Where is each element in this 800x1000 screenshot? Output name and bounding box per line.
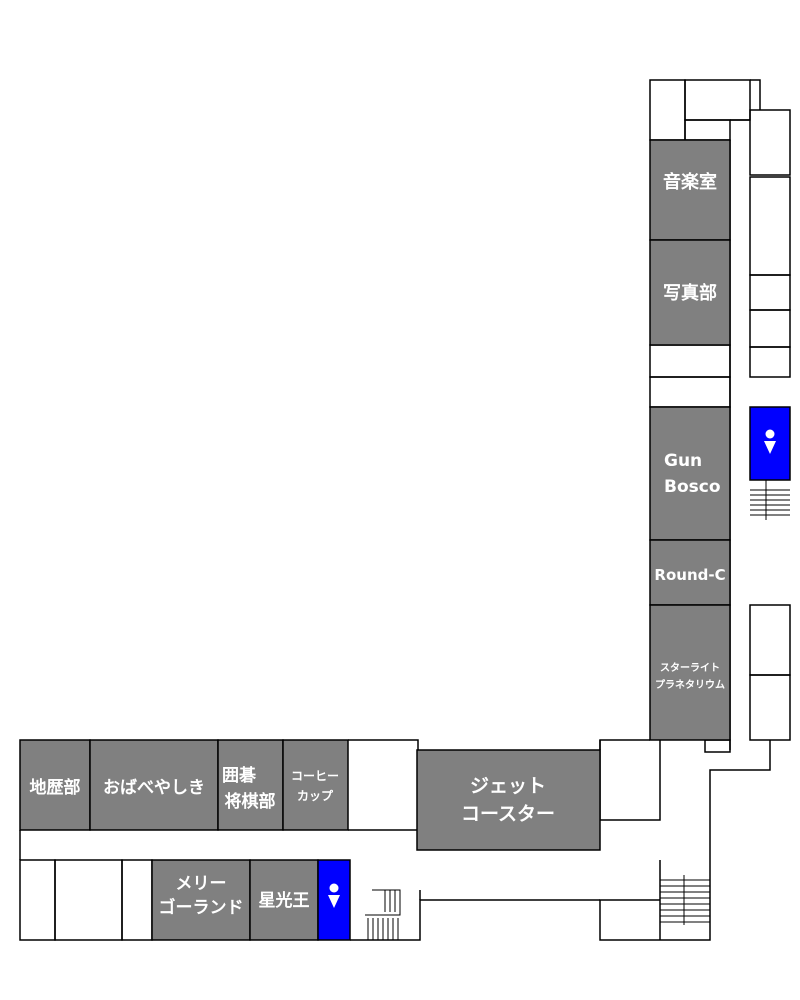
room-label: メリー	[176, 874, 227, 894]
room-coffee-cup[interactable]	[282, 739, 349, 831]
restroom-icon	[328, 883, 340, 908]
room-label: ジェット	[470, 775, 546, 797]
corridor-room	[749, 604, 791, 676]
room-label: おばべやしき	[103, 778, 205, 798]
room-label: 将棋部	[225, 791, 276, 812]
restroom[interactable]	[749, 406, 791, 481]
wall-segment	[684, 79, 751, 121]
room-label: Round-C	[654, 566, 725, 584]
room-geography-history-club[interactable]	[19, 739, 91, 831]
room-label: コーヒー	[291, 769, 339, 783]
room-label: 囲碁	[222, 765, 257, 786]
corridor-room	[749, 674, 791, 741]
wall-segment	[599, 739, 661, 821]
room-label: コースター	[461, 803, 555, 825]
room-photo-club[interactable]	[649, 239, 731, 346]
corridor-room	[704, 739, 731, 753]
room-label: プラネタリウム	[655, 678, 725, 691]
restroom-icon	[764, 429, 776, 454]
corridor-room	[121, 859, 153, 941]
wall-segment	[348, 739, 419, 750]
stairs-icon	[750, 480, 790, 520]
corridor-room	[749, 346, 791, 378]
room-label: カップ	[297, 788, 334, 803]
room-merry-go-round[interactable]	[151, 859, 251, 941]
restroom[interactable]	[317, 859, 351, 941]
room-label: ゴーランド	[159, 897, 244, 918]
corridor-room	[749, 109, 791, 176]
room-label: Bosco	[664, 477, 721, 497]
corridor-room	[749, 274, 791, 311]
room-label: 写真部	[663, 282, 717, 304]
room-go-shogi-club[interactable]	[217, 739, 284, 831]
corridor-room	[54, 859, 123, 941]
stairs-icon	[365, 889, 401, 940]
corridor-room	[649, 376, 731, 408]
room-gun-bosco[interactable]	[649, 406, 731, 541]
corridor-room	[749, 176, 791, 276]
corridor-room	[649, 344, 731, 378]
wall-segment	[750, 79, 761, 110]
room-label: 音楽室	[663, 171, 717, 193]
room-music-room[interactable]	[649, 139, 731, 241]
room-label: 星光王	[259, 890, 310, 911]
room-round-c[interactable]	[649, 539, 731, 606]
corridor-room	[19, 859, 56, 941]
room-starlight-planetarium[interactable]	[649, 604, 731, 741]
stairs-icon	[660, 875, 710, 925]
room-jet-coaster[interactable]	[416, 749, 601, 851]
room-label: Gun	[664, 451, 702, 471]
wall-segment	[649, 79, 686, 141]
wall-segment	[684, 119, 731, 141]
room-label: 地歴部	[30, 777, 81, 798]
corridor-room	[749, 309, 791, 348]
room-seikoou[interactable]	[249, 859, 319, 941]
room-label: スターライト	[660, 662, 720, 674]
wall-segment	[350, 899, 600, 941]
